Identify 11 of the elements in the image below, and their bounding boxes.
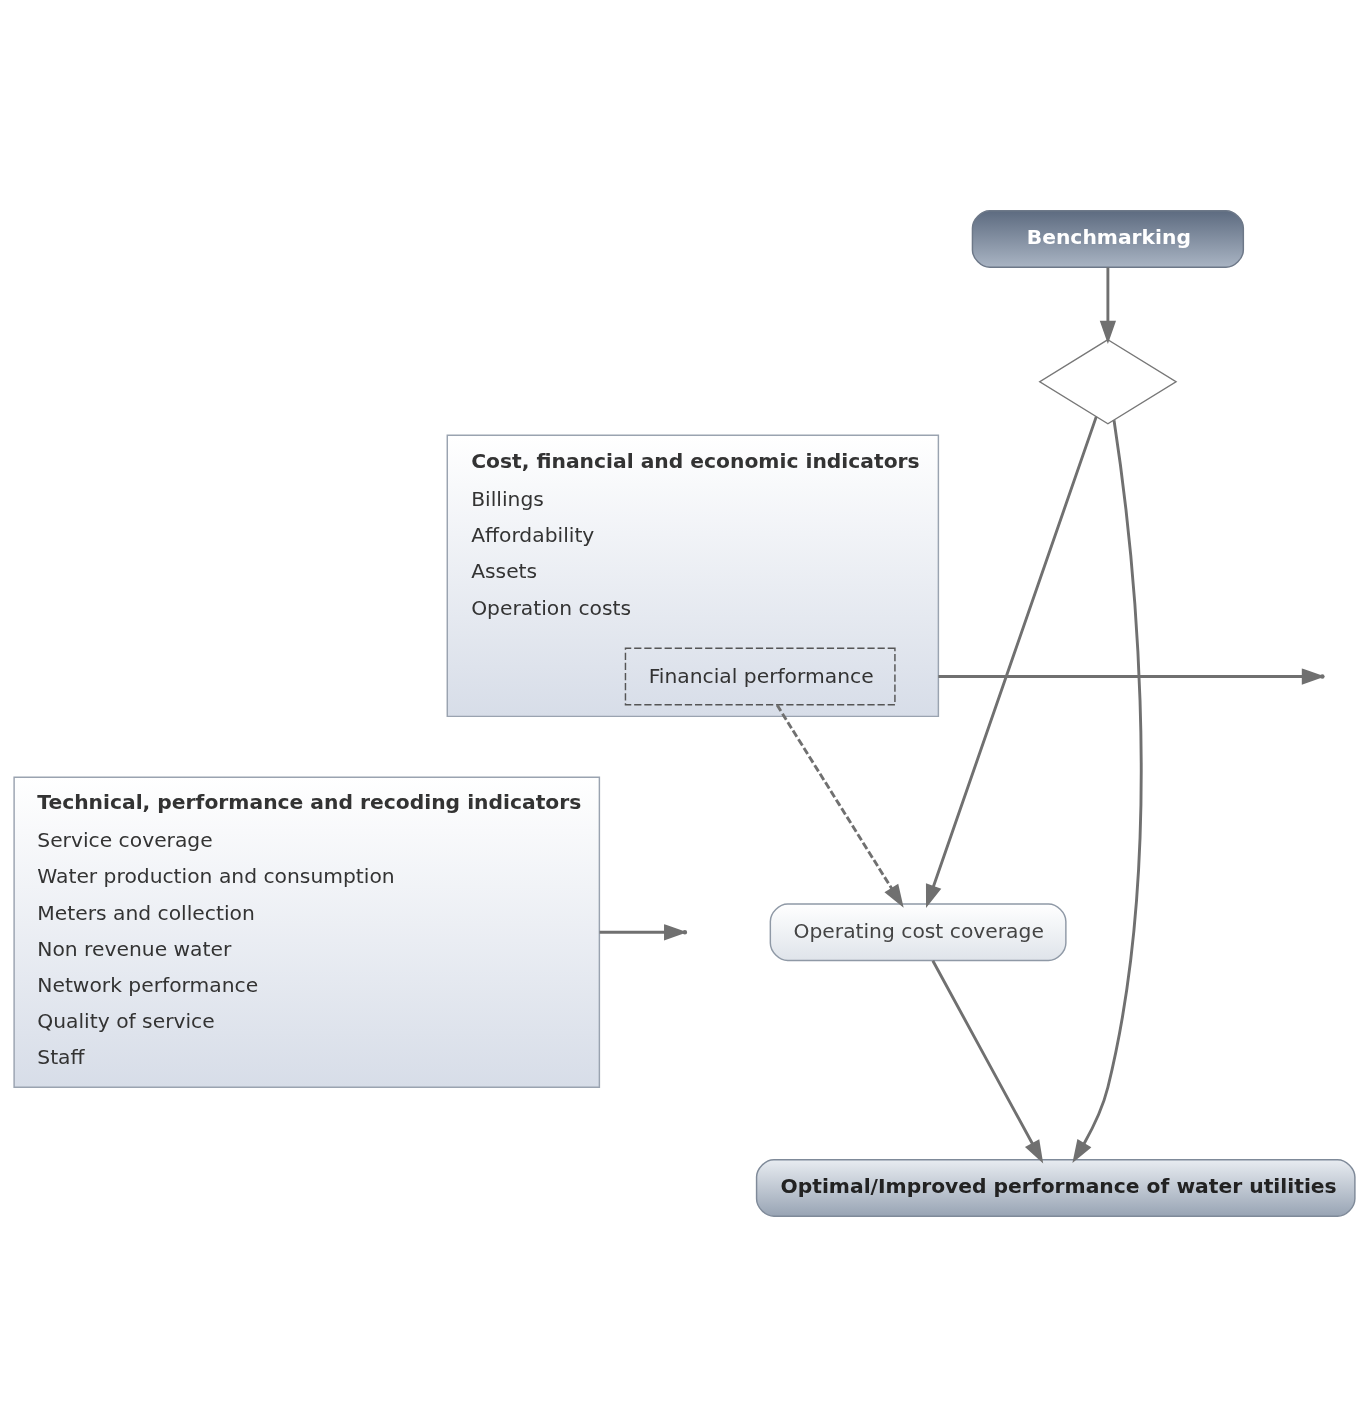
arrow bbox=[931, 959, 1044, 1163]
node-box: Optimal/Improved performance of water utilities bbox=[755, 1158, 1356, 1217]
arrow bbox=[925, 415, 1098, 908]
arrow bbox=[1072, 419, 1143, 1163]
node-box: Financial performance bbox=[624, 647, 896, 706]
arrow bbox=[1099, 266, 1116, 344]
node-box: Operating cost coverage bbox=[769, 902, 1067, 961]
node-diamond bbox=[1038, 338, 1178, 425]
node-box: Benchmarking bbox=[971, 209, 1245, 268]
node-box: Technical, performance and recoding indicators Service coverage Water production and consumption Meters and collection Non revenue water Network performance Quality of service Staff bbox=[13, 776, 601, 1088]
arrow bbox=[775, 703, 904, 908]
